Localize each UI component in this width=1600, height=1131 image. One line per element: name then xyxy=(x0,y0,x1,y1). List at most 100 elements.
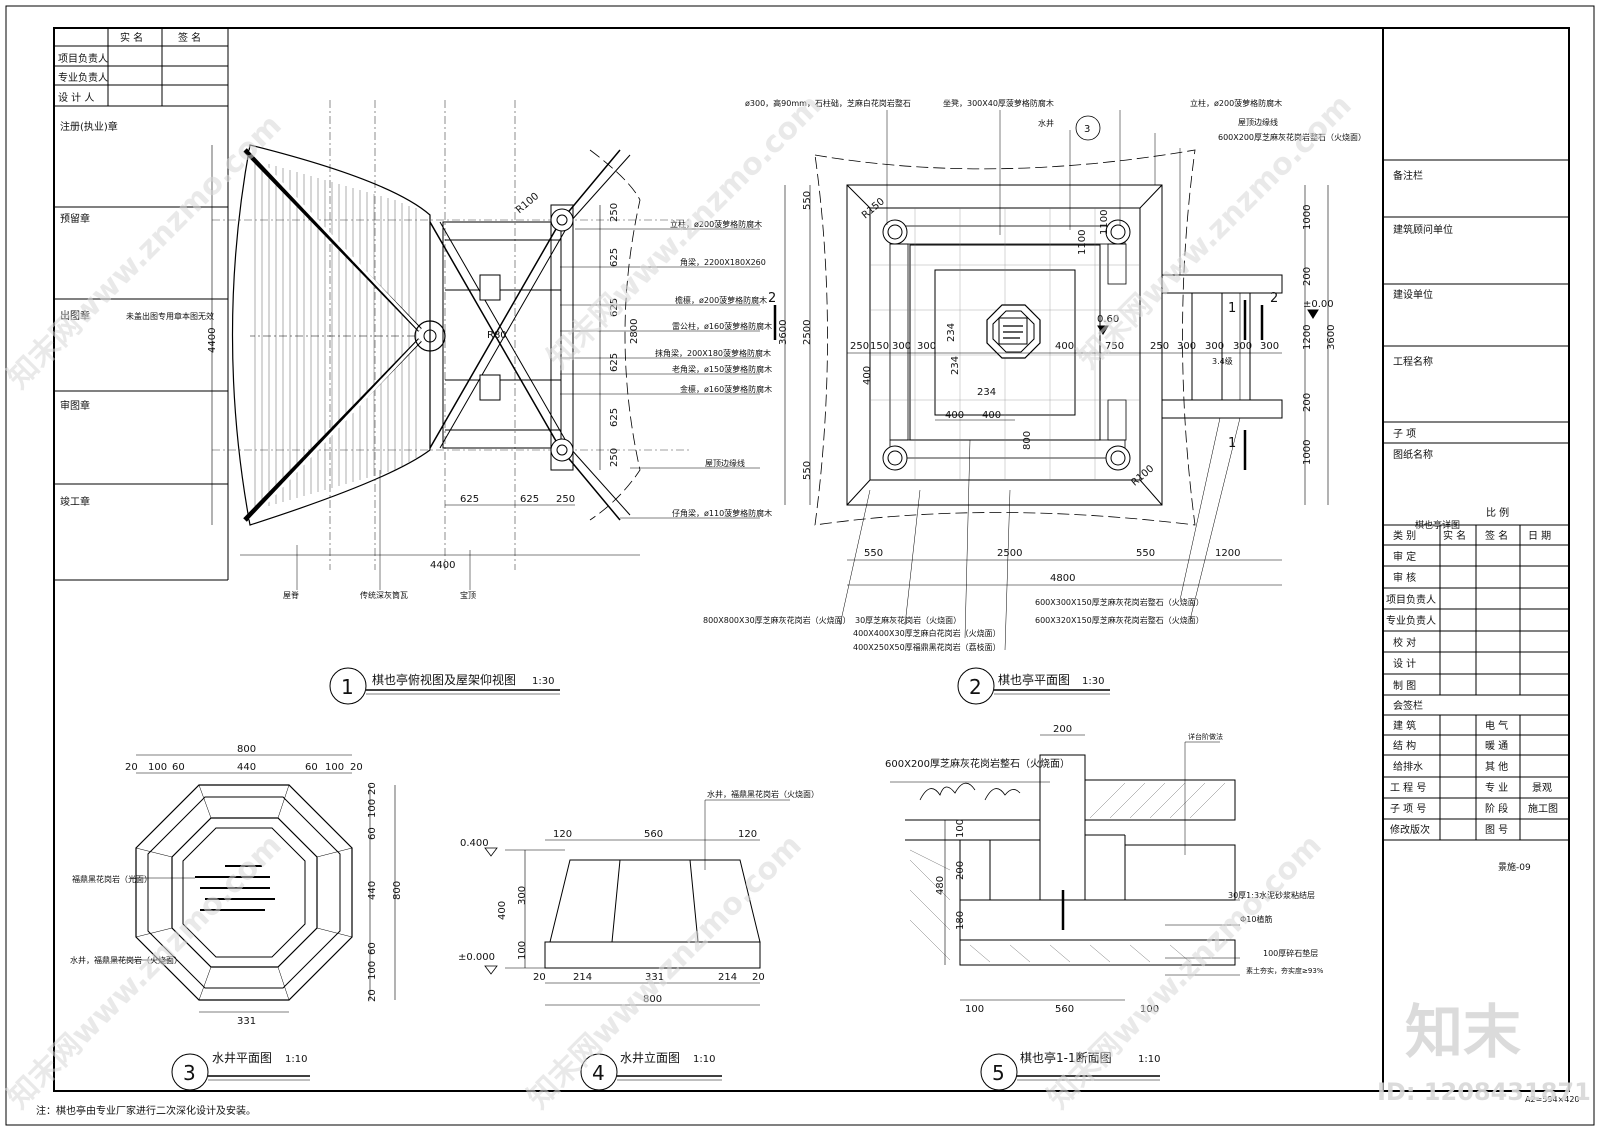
sign-row: 专业负责人 xyxy=(1386,614,1436,627)
sign-row: 项目负责人 xyxy=(1386,593,1436,606)
v3-total-right: 800 xyxy=(392,881,403,900)
v5-label: 600X200厚芝麻灰花岗岩整石（火烧面） xyxy=(885,757,1070,770)
stamp-label: 出图章 xyxy=(60,309,90,322)
view-scale: 1:10 xyxy=(693,1054,715,1065)
v2-bottom-label: 600X300X150厚芝麻灰花岗岩整石（火烧面） xyxy=(1035,597,1204,607)
v2-dim-row: 300 xyxy=(1177,341,1196,352)
view-scale: 1:10 xyxy=(285,1054,307,1065)
v2-inner-dim: 800 xyxy=(1022,431,1033,450)
v2-level: 0.60 xyxy=(1097,314,1119,325)
view-1-labels: 立柱，ø200菠萝格防腐木 角梁，2200X180X260 檐檩，ø200菠萝格… xyxy=(207,191,772,600)
v1-label: 仔角梁，ø110菠萝格防腐木 xyxy=(672,508,772,518)
v5-label: 30厚1:3水泥砂浆粘结层 xyxy=(1228,890,1315,900)
v2-bottom-label: 800X800X30厚芝麻灰花岗岩（火烧面） xyxy=(703,615,851,625)
v1-radius-small: R80 xyxy=(487,330,507,341)
v2-inner-dim: 400 xyxy=(945,410,964,421)
v2-dim-right: 1100 xyxy=(1077,230,1088,255)
v1-label: 金檩，ø160菠萝格防腐木 xyxy=(680,384,772,394)
view-title: 棋也亭平面图 xyxy=(998,672,1070,687)
v1-bottom-label: 屋脊 xyxy=(283,590,299,600)
v4-bottom-dim: 20 xyxy=(533,972,546,983)
watermark-id: ID: 1208431871 xyxy=(1377,1078,1591,1106)
view-4-well-elevation xyxy=(484,799,790,1006)
v1-dim: 625 xyxy=(609,353,620,372)
view-2-pavilion-plan xyxy=(773,110,1329,651)
v2-inner-dim: 400 xyxy=(862,366,873,385)
countersign-label: 会签栏 xyxy=(1393,699,1423,712)
left-row-label: 设 计 人 xyxy=(58,91,94,104)
v2-dim-left: 2500 xyxy=(802,320,813,345)
view-number: 4 xyxy=(592,1061,605,1085)
v1-dim: 250 xyxy=(609,203,620,222)
v3-right-dim: 20 xyxy=(367,989,378,1002)
sign-row: 校 对 xyxy=(1393,636,1416,649)
v3-right-dim: 20 xyxy=(367,782,378,795)
project-row: 工 程 号 xyxy=(1390,782,1426,794)
left-row-label: 项目负责人 xyxy=(58,52,108,65)
v2-total-left: 3600 xyxy=(778,320,789,345)
v2-dim-row: 300 xyxy=(892,341,911,352)
v3-bottom-dim: 331 xyxy=(237,1016,256,1027)
v4-bottom-dim: 331 xyxy=(645,972,664,983)
v1-dim: 625 xyxy=(609,298,620,317)
discipline: 结 构 xyxy=(1393,739,1416,752)
view-4-labels: 120 560 120 20 214 331 214 20 800 300 40… xyxy=(458,789,819,1005)
sign-header: 类 别 xyxy=(1393,529,1416,542)
v5-left-dim: 480 xyxy=(935,876,946,895)
v1-inner-dim: 2800 xyxy=(629,319,640,344)
v3-label: 水井，福鼎黑花岗岩（火烧面） xyxy=(70,955,182,965)
left-row-label: 专业负责人 xyxy=(58,71,108,84)
v2-dim-row: 300 xyxy=(1260,341,1279,352)
v2-bottom-label: 600X320X150厚芝麻灰花岗岩整石（火烧面） xyxy=(1035,615,1204,625)
v2-dim-row: 150 xyxy=(870,341,889,352)
v2-section-mark: 1 xyxy=(1228,301,1236,316)
v2-inner-dim: 400 xyxy=(982,410,1001,421)
v5-bottom-dim: 560 xyxy=(1055,1004,1074,1015)
tb-field: 图纸名称 xyxy=(1393,448,1433,461)
v1-dim: 250 xyxy=(609,448,620,467)
v3-top-dim: 20 xyxy=(125,762,138,773)
discipline: 给排水 xyxy=(1393,760,1423,773)
v1-bottom-label: 宝顶 xyxy=(460,590,476,600)
v3-label: 福鼎黑花岗岩（光面） xyxy=(72,874,152,884)
tb-field: 工程名称 xyxy=(1393,355,1433,368)
tb-field: 建设单位 xyxy=(1393,288,1433,301)
v5-label: 详台阶做法 xyxy=(1188,732,1223,741)
v2-bottom-label: 400X250X50厚福鼎黑花岗岩（荔枝面） xyxy=(853,642,1001,652)
drawing-number: 景施-09 xyxy=(1498,861,1531,873)
v5-label: 100厚碎石垫层 xyxy=(1263,948,1318,958)
v1-total-vertical: 4400 xyxy=(207,328,218,353)
sign-row: 设 计 xyxy=(1393,657,1416,670)
v5-left-dim: 200 xyxy=(955,861,966,880)
stamp-label: 竣工章 xyxy=(60,495,90,508)
v2-section-mark: 1 xyxy=(1228,436,1236,451)
v4-label: 水井，福鼎黑花岗岩（火烧面） xyxy=(707,789,819,799)
watermark-logo: 知末 xyxy=(1405,998,1521,1066)
watermark-site: 知末网www.znzmo.com xyxy=(1,828,289,1116)
view-scale: 1:30 xyxy=(532,676,554,687)
v2-top-label: 立柱，ø200菠萝格防腐木 xyxy=(1190,98,1282,108)
tb-field: 建筑顾问单位 xyxy=(1393,223,1453,236)
v3-top-dim: 60 xyxy=(305,762,318,773)
v4-bottom-dim: 214 xyxy=(718,972,737,983)
v2-dim-row: 234 xyxy=(950,356,961,375)
v4-level: ±0.000 xyxy=(458,952,495,963)
view-number: 2 xyxy=(969,675,982,699)
v2-dim-right: 200 xyxy=(1302,267,1313,286)
v4-bottom-dim: 20 xyxy=(752,972,765,983)
v3-top-dim: 60 xyxy=(172,762,185,773)
v2-bottom-label: 30厚芝麻灰花岗岩（火烧面） xyxy=(855,615,961,625)
v2-top-label: 600X200厚芝麻灰花岗岩整石（火烧面） xyxy=(1218,132,1366,142)
sign-row: 审 核 xyxy=(1393,571,1416,584)
v2-inner-dim: 234 xyxy=(946,323,957,342)
v2-dim-bottom: 550 xyxy=(864,548,883,559)
sign-header: 签 名 xyxy=(1485,529,1508,542)
view-titles xyxy=(171,667,1160,1091)
project-row: 阶 段 xyxy=(1485,802,1508,815)
v2-top-label: ø300，高90mm，石柱础，芝麻白花岗岩整石 xyxy=(745,98,911,108)
v5-left-dim: 180 xyxy=(955,911,966,930)
v3-top-dim: 20 xyxy=(350,762,363,773)
v2-total-bottom: 4800 xyxy=(1050,573,1075,584)
v2-dim-row: 750 xyxy=(1105,341,1124,352)
